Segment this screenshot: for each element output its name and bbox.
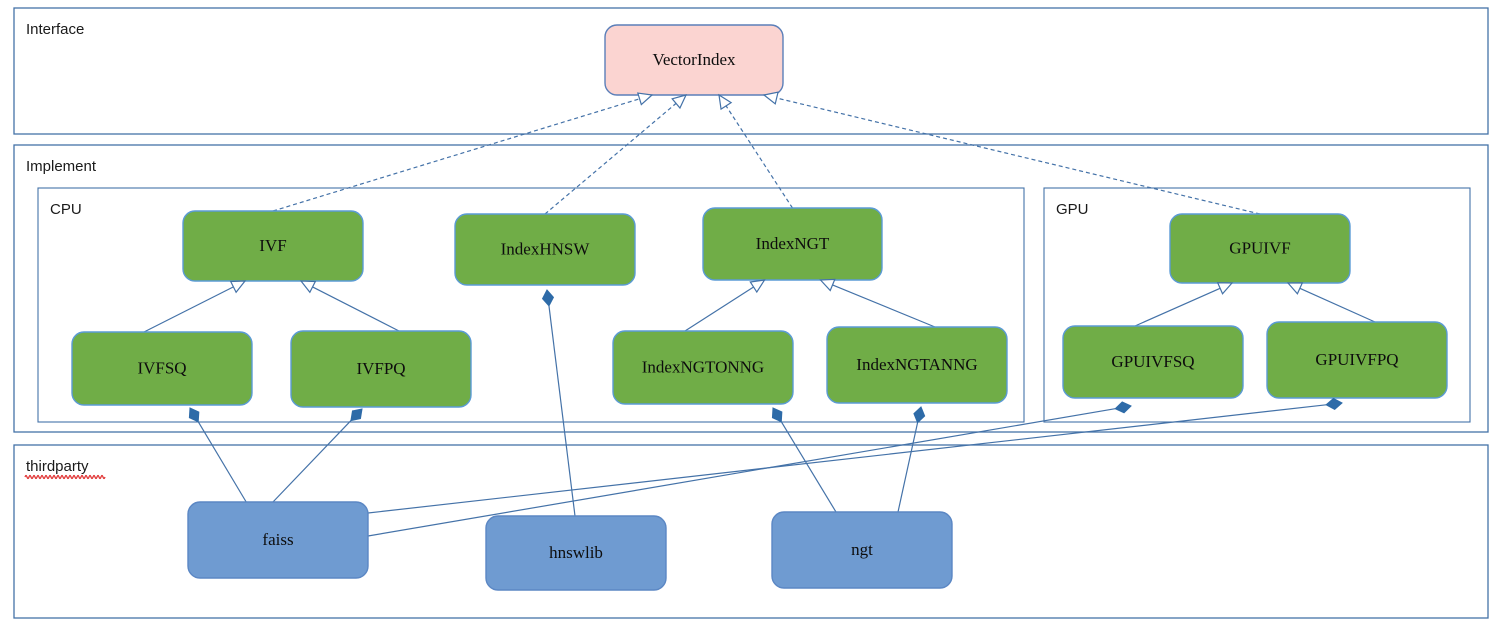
edge-gpuivfsq-to-gpuivf — [1134, 287, 1221, 327]
generalization-arrowhead-icon-gpuivfsq — [1216, 282, 1234, 295]
node-label-indexngtonng: IndexNGTONNG — [642, 357, 764, 376]
node-vectorindex[interactable]: VectorIndex — [604, 24, 784, 96]
composition-diamond-icon-faiss-ivfpq — [350, 408, 363, 422]
generalization-arrowhead-icon-ivfpq — [299, 280, 317, 294]
node-box-indexngt[interactable] — [702, 207, 883, 281]
node-label-ivf: IVF — [259, 236, 286, 255]
generalization-arrowhead-icon-indexngtonng — [749, 279, 766, 294]
node-box-vectorindex[interactable] — [604, 24, 784, 96]
node-box-ivfsq[interactable] — [71, 331, 253, 406]
subcontainer-label-gpu: GPU — [1056, 201, 1089, 218]
edge-layer — [143, 97, 1376, 537]
edge-gpuivf-to-vectorindex — [776, 97, 1261, 215]
edge-ngt-to-indexngtanng — [897, 422, 919, 513]
node-label-gpuivfsq: GPUIVFSQ — [1111, 352, 1194, 371]
generalization-arrowhead-icon-indexngtanng — [819, 278, 836, 292]
spellcheck-underline-icon — [24, 474, 106, 480]
node-label-ngt: ngt — [851, 540, 873, 559]
node-ivfpq[interactable]: IVFPQ — [290, 330, 472, 408]
node-ivf[interactable]: IVF — [182, 210, 364, 282]
realization-arrowhead-icon-gpuivf — [762, 91, 779, 105]
node-label-indexhnsw: IndexHNSW — [501, 239, 591, 258]
realization-arrowhead-icon-ivf — [636, 92, 654, 106]
node-label-indexngtanng: IndexNGTANNG — [856, 355, 977, 374]
node-gpuivfpq[interactable]: GPUIVFPQ — [1266, 321, 1448, 399]
container-label-implement: Implement — [26, 158, 97, 175]
composition-diamond-icon-hnswlib-indexhnsw — [541, 289, 555, 307]
node-box-indexngtanng[interactable] — [826, 326, 1008, 404]
node-label-faiss: faiss — [262, 530, 293, 549]
realization-arrowhead-icon-indexngt — [718, 93, 733, 111]
node-label-vectorindex: VectorIndex — [652, 50, 736, 69]
composition-diamond-icon-faiss-gpuivfsq — [1114, 401, 1132, 414]
edge-indexhnsw-to-vectorindex — [544, 102, 677, 215]
composition-diamond-icon-faiss-ivfsq — [188, 407, 200, 423]
edge-ngt-to-indexngtonng — [780, 421, 837, 513]
node-box-gpuivf[interactable] — [1169, 213, 1351, 284]
edge-indexngtonng-to-indexngt — [684, 286, 754, 332]
node-box-hnswlib[interactable] — [485, 515, 667, 591]
edge-indexngt-to-vectorindex — [725, 105, 794, 209]
composition-diamond-icon-ngt-indexngtanng — [913, 406, 926, 424]
edge-ivfsq-to-ivf — [143, 286, 234, 333]
edge-gpuivfpq-to-gpuivf — [1299, 287, 1376, 323]
node-ivfsq[interactable]: IVFSQ — [71, 331, 253, 406]
node-label-gpuivfpq: GPUIVFPQ — [1315, 350, 1398, 369]
generalization-arrowhead-icon-ivfsq — [229, 280, 247, 294]
node-indexhnsw[interactable]: IndexHNSW — [454, 213, 636, 286]
node-box-faiss[interactable] — [187, 501, 369, 579]
edge-ivf-to-vectorindex — [272, 98, 640, 212]
edge-ivfpq-to-ivf — [312, 286, 400, 332]
node-gpuivfsq[interactable]: GPUIVFSQ — [1062, 325, 1244, 399]
edge-faiss-to-ivfpq — [271, 420, 352, 504]
node-indexngt[interactable]: IndexNGT — [702, 207, 883, 281]
node-box-indexhnsw[interactable] — [454, 213, 636, 286]
edge-faiss-to-gpuivfsq — [367, 408, 1116, 537]
edge-indexngtanng-to-indexngt — [832, 284, 936, 328]
node-gpuivf[interactable]: GPUIVF — [1169, 213, 1351, 284]
container-label-thirdparty: thirdparty — [26, 458, 89, 475]
composition-diamond-icon-ngt-indexngtonng — [771, 407, 783, 423]
realization-arrowhead-icon-indexhnsw — [671, 94, 688, 110]
edge-faiss-to-ivfsq — [197, 421, 249, 506]
arrowhead-layer — [188, 91, 1343, 424]
node-label-gpuivf: GPUIVF — [1229, 238, 1290, 257]
node-label-ivfsq: IVFSQ — [137, 358, 186, 377]
node-box-ivf[interactable] — [182, 210, 364, 282]
container-label-interface: Interface — [26, 21, 84, 38]
node-indexngtonng[interactable]: IndexNGTONNG — [612, 330, 794, 405]
edge-faiss-to-gpuivfpq — [367, 404, 1327, 514]
node-indexngtanng[interactable]: IndexNGTANNG — [826, 326, 1008, 404]
node-hnswlib[interactable]: hnswlib — [485, 515, 667, 591]
generalization-arrowhead-icon-gpuivfpq — [1286, 282, 1304, 295]
node-label-ivfpq: IVFPQ — [356, 359, 405, 378]
node-box-ivfpq[interactable] — [290, 330, 472, 408]
node-box-gpuivfsq[interactable] — [1062, 325, 1244, 399]
node-box-gpuivfpq[interactable] — [1266, 321, 1448, 399]
edge-hnswlib-to-indexhnsw — [548, 305, 576, 517]
node-faiss[interactable]: faiss — [187, 501, 369, 579]
node-ngt[interactable]: ngt — [771, 511, 953, 589]
node-label-indexngt: IndexNGT — [756, 234, 830, 253]
node-label-hnswlib: hnswlib — [549, 543, 603, 562]
subcontainer-label-cpu: CPU — [50, 201, 82, 218]
composition-diamond-icon-faiss-gpuivfpq — [1325, 397, 1343, 410]
node-box-indexngtonng[interactable] — [612, 330, 794, 405]
node-box-ngt[interactable] — [771, 511, 953, 589]
